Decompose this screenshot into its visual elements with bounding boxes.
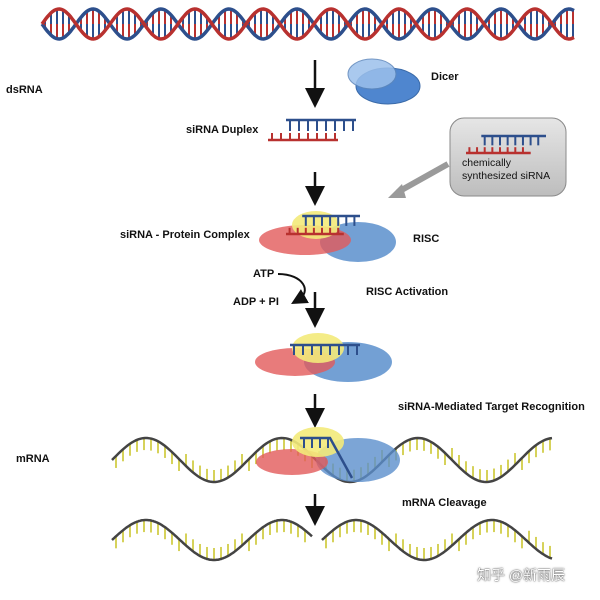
cleaved-mrna-right bbox=[321, 518, 553, 562]
dicer-enzyme bbox=[347, 58, 421, 105]
cleaved-mrna-left bbox=[111, 518, 313, 562]
label-mrna: mRNA bbox=[16, 453, 50, 465]
activated-risc bbox=[255, 333, 392, 382]
label-sirna-duplex: siRNA Duplex bbox=[186, 124, 259, 136]
label-risc: RISC bbox=[413, 233, 440, 245]
label-dsrna: dsRNA bbox=[6, 84, 43, 96]
label-chemically-synthesized: chemically synthesized siRNA bbox=[462, 157, 551, 182]
dsrna-helix bbox=[40, 7, 575, 41]
sirna-duplex bbox=[268, 118, 356, 142]
synthesized-sirna-box bbox=[449, 117, 567, 197]
sirna-protein-complex bbox=[259, 211, 396, 262]
label-risc-activation: RISC Activation bbox=[366, 286, 449, 298]
risc-on-mrna bbox=[256, 427, 400, 482]
label-target-recognition: siRNA-Mediated Target Recognition bbox=[398, 401, 585, 413]
atp-hydrolysis-arrow bbox=[277, 273, 309, 304]
watermark: 知乎 @新雨辰 bbox=[477, 567, 566, 583]
label-mrna-cleavage: mRNA Cleavage bbox=[402, 497, 487, 509]
gray-arrow bbox=[388, 161, 450, 198]
synthesized-sirna-duplex bbox=[466, 134, 546, 155]
label-atp: ATP bbox=[253, 268, 275, 280]
label-dicer: Dicer bbox=[431, 71, 459, 83]
label-adp-pi: ADP + PI bbox=[233, 296, 279, 308]
label-sirna-protein-complex: siRNA - Protein Complex bbox=[120, 229, 250, 241]
